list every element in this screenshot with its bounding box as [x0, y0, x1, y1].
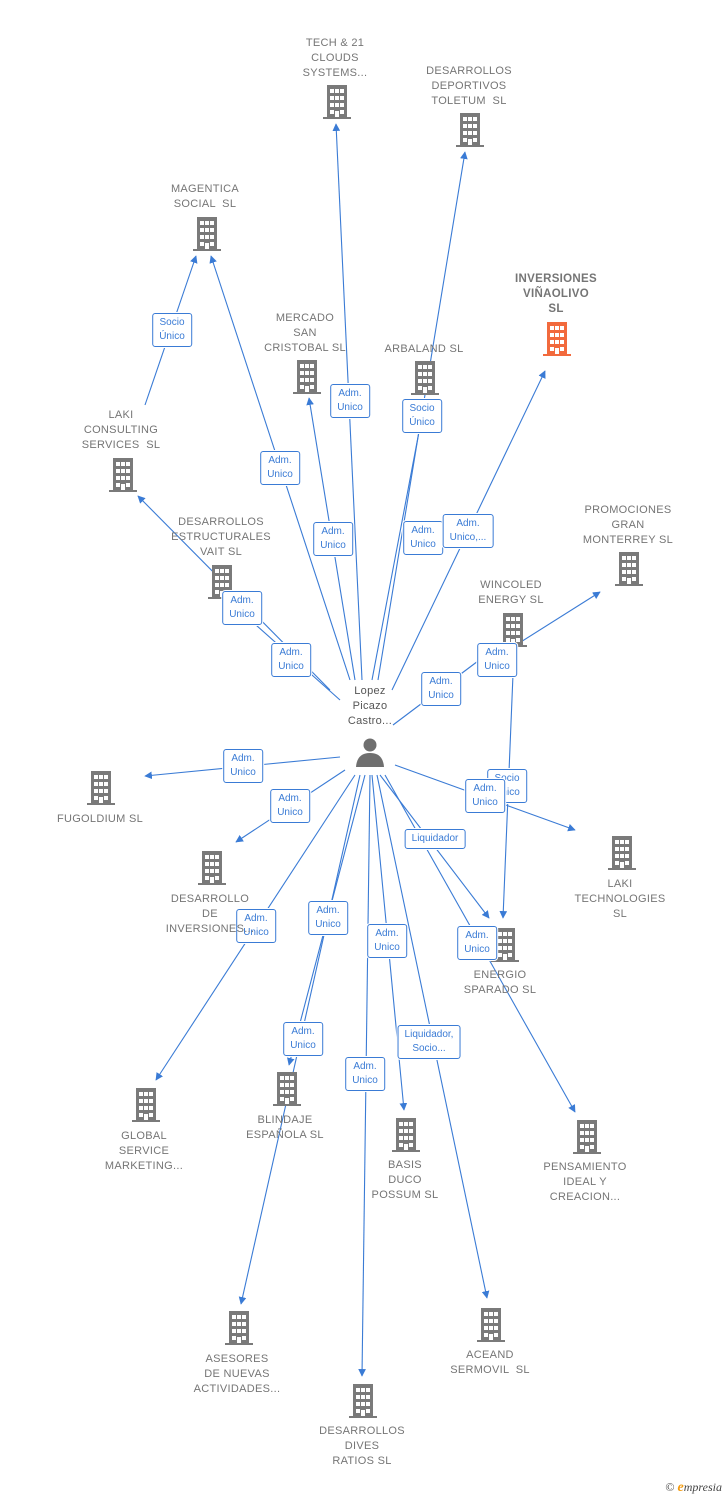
- company-label-global[interactable]: GLOBAL SERVICE MARKETING...: [104, 1130, 184, 1172]
- relation-label-asesores[interactable]: Adm. Unico: [308, 901, 348, 935]
- building-icon[interactable]: [499, 613, 527, 647]
- company-label-desinv[interactable]: DESARROLLO DE INVERSIONES...: [165, 893, 255, 935]
- nodes-layer: [87, 85, 643, 1418]
- person-name-label[interactable]: Lopez Picazo Castro...: [347, 685, 393, 727]
- building-icon[interactable]: [273, 1072, 301, 1106]
- company-label-wincoled[interactable]: WINCOLED ENERGY SL: [478, 579, 544, 606]
- relation-label-magentica[interactable]: Socio Único: [152, 313, 192, 347]
- relation-label-mercado[interactable]: Adm. Unico: [313, 522, 353, 556]
- company-label-arbaland[interactable]: ARBALAND SL: [384, 343, 464, 355]
- building-icon[interactable]: [608, 836, 636, 870]
- relation-label-deportivos[interactable]: Adm. Unico: [403, 521, 443, 555]
- relation-label-desinv[interactable]: Adm. Unico: [270, 789, 310, 823]
- company-label-deportivos[interactable]: DESARROLLOS DEPORTIVOS TOLETUM SL: [426, 65, 512, 107]
- relation-label-dives[interactable]: Adm. Unico: [345, 1057, 385, 1091]
- relation-label-fugoldium[interactable]: Adm. Unico: [223, 749, 263, 783]
- company-label-magentica[interactable]: MAGENTICA SOCIAL SL: [170, 183, 240, 210]
- person-icon[interactable]: [356, 738, 384, 768]
- building-icon[interactable]: [477, 1308, 505, 1342]
- company-label-basis[interactable]: BASIS DUCO POSSUM SL: [371, 1159, 439, 1201]
- building-icon[interactable]: [456, 113, 484, 147]
- building-icon[interactable]: [615, 552, 643, 586]
- company-label-vinaolivo[interactable]: INVERSIONES VIÑAOLIVO SL: [515, 273, 597, 315]
- relation-label-estructurales[interactable]: Adm. Unico: [271, 643, 311, 677]
- company-label-fugoldium[interactable]: FUGOLDIUM SL: [56, 813, 144, 825]
- building-icon[interactable]: [323, 85, 351, 119]
- building-icon[interactable]: [109, 458, 137, 492]
- relation-label-wincoled[interactable]: Adm. Unico: [421, 672, 461, 706]
- relation-label-arbaland[interactable]: Socio Único: [402, 399, 442, 433]
- relation-label-vinaolivo[interactable]: Adm. Unico,...: [442, 514, 494, 548]
- company-label-pensamiento[interactable]: PENSAMIENTO IDEAL Y CREACION...: [543, 1161, 627, 1203]
- company-label-estructurales[interactable]: DESARROLLOS ESTRUCTURALES VAIT SL: [171, 516, 271, 558]
- relation-label-basis[interactable]: Adm. Unico: [367, 924, 407, 958]
- relation-label-aceand[interactable]: Liquidador, Socio...: [397, 1025, 461, 1059]
- brand-name: mpresia: [683, 1480, 722, 1494]
- company-label-energio[interactable]: ENERGIO SPARADO SL: [463, 969, 537, 996]
- company-label-lakitech[interactable]: LAKI TECHNOLOGIES SL: [574, 878, 666, 920]
- edge-center-arbaland: [371, 399, 428, 681]
- company-label-tech21[interactable]: TECH & 21 CLOUDS SYSTEMS...: [302, 37, 368, 79]
- relation-label-energio[interactable]: Liquidador: [404, 829, 466, 849]
- brand-logo: © empresia: [665, 1480, 722, 1496]
- building-icon[interactable]: [392, 1118, 420, 1152]
- building-icon[interactable]: [132, 1088, 160, 1122]
- relation-label-lakitech[interactable]: Adm. Unico: [465, 779, 505, 813]
- company-label-monterrey[interactable]: PROMOCIONES GRAN MONTERREY SL: [582, 504, 674, 546]
- company-label-mercado[interactable]: MERCADO SAN CRISTOBAL SL: [264, 312, 346, 354]
- edge-wincoled-monterrey: [515, 591, 601, 646]
- building-icon[interactable]: [193, 217, 221, 251]
- relation-label-tech21[interactable]: Adm. Unico: [330, 384, 370, 418]
- relation-label-lakiconsult[interactable]: Adm. Unico: [222, 591, 262, 625]
- building-icon[interactable]: [225, 1311, 253, 1345]
- building-icon[interactable]: [198, 851, 226, 885]
- building-icon[interactable]: [573, 1120, 601, 1154]
- building-icon[interactable]: [293, 360, 321, 394]
- relation-label-pensamiento[interactable]: Adm. Unico: [457, 926, 497, 960]
- relation-label-magentica[interactable]: Adm. Unico: [260, 451, 300, 485]
- relation-label-blindaje[interactable]: Adm. Unico: [283, 1022, 323, 1056]
- building-icon[interactable]: [411, 361, 439, 395]
- building-icon[interactable]: [543, 322, 571, 356]
- relation-label-global[interactable]: Adm. Unico: [236, 909, 276, 943]
- company-label-aceand[interactable]: ACEAND SERMOVIL SL: [450, 1349, 530, 1376]
- brand-initial: e: [677, 1480, 684, 1495]
- company-label-asesores[interactable]: ASESORES DE NUEVAS ACTIVIDADES...: [193, 1353, 281, 1395]
- company-label-blindaje[interactable]: BLINDAJE ESPAÑOLA SL: [246, 1114, 324, 1141]
- relation-label-monterrey[interactable]: Adm. Unico: [477, 643, 517, 677]
- company-label-lakiconsult[interactable]: LAKI CONSULTING SERVICES SL: [81, 409, 161, 451]
- copyright-symbol: ©: [665, 1480, 675, 1494]
- building-icon[interactable]: [349, 1384, 377, 1418]
- company-label-dives[interactable]: DESARROLLOS DIVES RATIOS SL: [319, 1425, 405, 1467]
- building-icon[interactable]: [87, 771, 115, 805]
